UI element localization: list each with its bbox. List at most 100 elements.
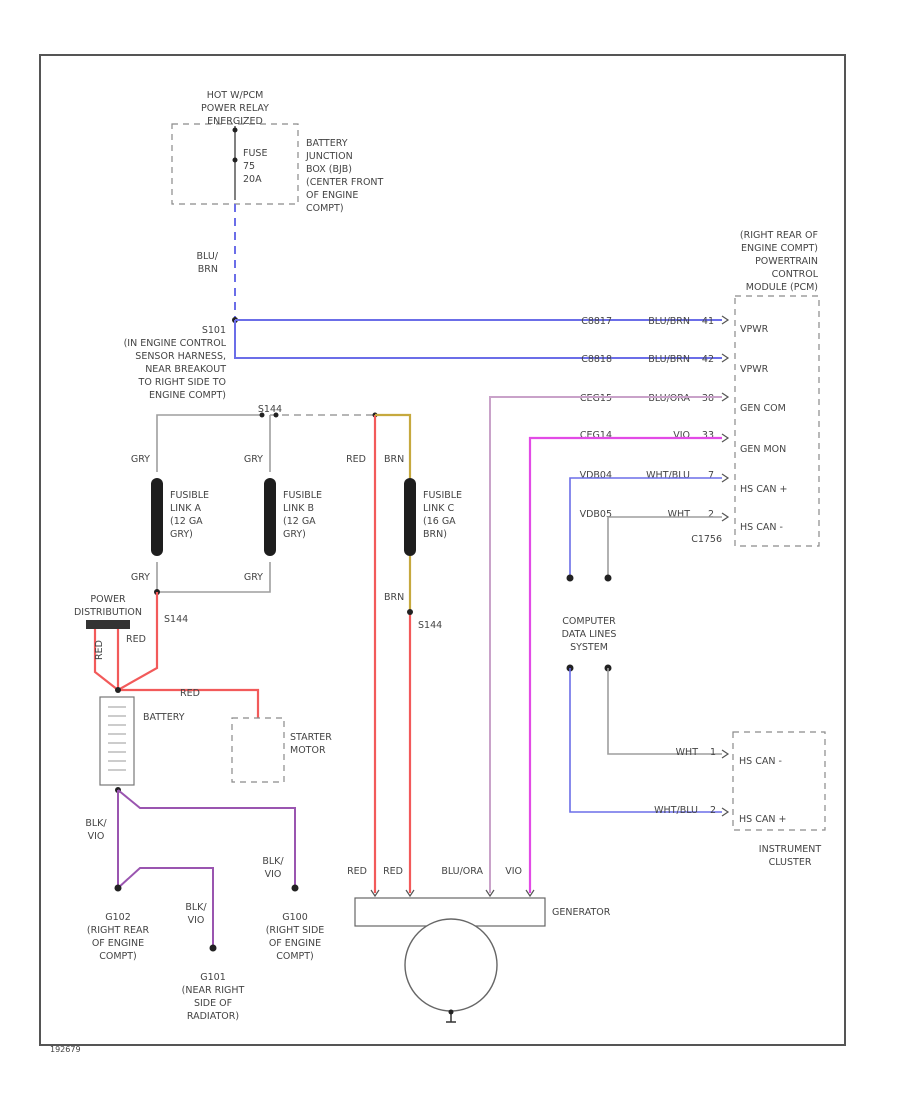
- ic-pin-chevrons: [721, 749, 730, 817]
- blk-vio-label-1a: BLK/: [85, 818, 107, 829]
- power-distribution-block: [86, 620, 130, 629]
- brn-mid-label: BRN: [384, 592, 404, 603]
- fusible-a-top-wire: [156, 414, 262, 472]
- s101-label-6: ENGINE COMPT): [149, 390, 226, 401]
- g101-label-3: SIDE OF: [194, 998, 232, 1009]
- g100-label-3: OF ENGINE: [269, 938, 321, 949]
- s101-label-3: SENSOR HARNESS,: [135, 351, 226, 362]
- blk-vio-label-2b: VIO: [265, 869, 282, 880]
- pcm-pin-row-5: VDB04 WHT/BLU 7 HS CAN +: [580, 470, 788, 495]
- diagram-frame: [39, 54, 846, 1046]
- bjb-location-6: COMPT): [306, 203, 344, 214]
- fusible-a-label-4: GRY): [170, 529, 193, 540]
- pcm-pin-row-3: CEG15 BLU/ORA 38 GEN COM: [580, 393, 786, 414]
- fusible-b-label-3: (12 GA: [283, 516, 316, 527]
- fusible-c-label-4: BRN): [423, 529, 447, 540]
- fusible-link-a: [151, 478, 163, 556]
- fusible-link-c: [404, 478, 416, 556]
- pcm-title-1: (RIGHT REAR OF: [740, 230, 818, 241]
- vpwr-42-wire: [234, 320, 722, 359]
- pcm-pin-label-5: HS CAN +: [740, 484, 787, 495]
- s101-label-4: NEAR BREAKOUT: [145, 364, 226, 375]
- ic-can-minus-wire: [607, 668, 722, 755]
- can-minus-terminal-top: [604, 574, 612, 582]
- pcm-wire-4: VIO: [673, 430, 690, 441]
- s144-top-splice-b: [273, 412, 279, 418]
- pcm-wire-1: BLU/BRN: [648, 316, 690, 327]
- relay-title-1: HOT W/PCM: [207, 90, 264, 101]
- hs-can-plus-wire: [569, 477, 722, 578]
- blu-brn-label-2: BRN: [198, 264, 218, 275]
- gry-label-1: GRY: [131, 454, 150, 465]
- bjb-location-2: JUNCTION: [305, 151, 353, 162]
- blk-vio-label-3a: BLK/: [185, 902, 207, 913]
- pcm-pin-label-3: GEN COM: [740, 403, 786, 414]
- starter-label-2: MOTOR: [290, 745, 326, 756]
- fusible-a-label-1: FUSIBLE: [170, 490, 209, 501]
- pcm-pin-label-2: VPWR: [740, 364, 769, 375]
- brn-top-label: BRN: [384, 454, 404, 465]
- s144-top-splice-a: [259, 412, 265, 418]
- ic-title-1: INSTRUMENT: [759, 844, 822, 855]
- bjb-location-3: BOX (BJB): [306, 164, 352, 175]
- blk-vio-label-3b: VIO: [188, 915, 205, 926]
- instrument-cluster-box: [732, 731, 826, 831]
- gen-red-label-1: RED: [347, 866, 367, 877]
- pcm-pin-label-4: GEN MON: [740, 444, 786, 455]
- fusible-b-bottom-wire: [157, 562, 271, 593]
- s144-red-label: S144: [418, 620, 442, 631]
- pcm-circuit-2: C8818: [581, 354, 612, 365]
- pcm-connector-id: C1756: [691, 534, 722, 545]
- pcm-circuit-5: VDB04: [580, 470, 612, 481]
- bjb-location-4: (CENTER FRONT: [306, 177, 384, 188]
- pcm-pin-label-6: HS CAN -: [740, 522, 783, 533]
- fusible-c-label-1: FUSIBLE: [423, 490, 462, 501]
- ic-wire-2: WHT/BLU: [654, 805, 698, 816]
- battery-label: BATTERY: [143, 712, 185, 723]
- fusible-b-label-2: LINK B: [283, 503, 314, 514]
- figure-id: 192679: [50, 1045, 81, 1054]
- g102-label-4: COMPT): [99, 951, 137, 962]
- pcm-pin-row-2: C8818 BLU/BRN 42 VPWR: [581, 354, 768, 375]
- power-dist-label-1: POWER: [90, 594, 126, 605]
- gry-label-2: GRY: [244, 454, 263, 465]
- pcm-circuit-3: CEG15: [580, 393, 612, 404]
- bjb-location-1: BATTERY: [306, 138, 348, 149]
- ic-pin-2: 2: [710, 805, 716, 816]
- ic-title-2: CLUSTER: [769, 857, 812, 868]
- fusible-b-label-4: GRY): [283, 529, 306, 540]
- pcm-pin-3: 38: [702, 393, 714, 404]
- pcm-title-5: MODULE (PCM): [746, 282, 818, 293]
- s144-top-label: S144: [258, 404, 282, 415]
- relay-title-3: ENERGIZED: [207, 116, 263, 127]
- fuse-bottom-terminal: [232, 157, 238, 163]
- g100-ground-point: [291, 884, 299, 892]
- pcm-circuit-4: CEG14: [580, 430, 612, 441]
- pcm-wire-2: BLU/BRN: [648, 354, 690, 365]
- red-pd-label-1: RED: [94, 640, 105, 660]
- pcm-circuit-6: VDB05: [580, 509, 612, 520]
- pcm-pin-row-4: CEG14 VIO 33 GEN MON: [580, 430, 786, 455]
- g101-label-2: (NEAR RIGHT: [182, 985, 245, 996]
- generator-label: GENERATOR: [552, 907, 611, 918]
- can-plus-terminal-top: [566, 574, 574, 582]
- g102-label-1: G102: [105, 912, 131, 923]
- red-top-label: RED: [346, 454, 366, 465]
- red-s144-wire: [117, 592, 159, 691]
- ic-can-plus-wire: [569, 668, 722, 813]
- pcm-pin-4: 33: [702, 430, 714, 441]
- fusible-a-label-2: LINK A: [170, 503, 201, 514]
- pcm-wire-6: WHT: [668, 509, 691, 520]
- red-batt-label: RED: [180, 688, 200, 699]
- relay-title-2: POWER RELAY: [201, 103, 269, 114]
- fusible-link-b: [264, 478, 276, 556]
- fuse-rating: 20A: [243, 174, 262, 185]
- gen-com-wire: [489, 396, 722, 893]
- ground-wire-g100: [117, 789, 296, 888]
- g100-label-4: COMPT): [276, 951, 314, 962]
- s144-red-splice: [407, 609, 413, 615]
- ic-wire-1: WHT: [676, 747, 699, 758]
- fusible-c-label-3: (16 GA: [423, 516, 456, 527]
- pcm-pin-row-1: C8817 BLU/BRN 41 VPWR: [581, 316, 768, 335]
- gen-vio-label: VIO: [505, 866, 522, 877]
